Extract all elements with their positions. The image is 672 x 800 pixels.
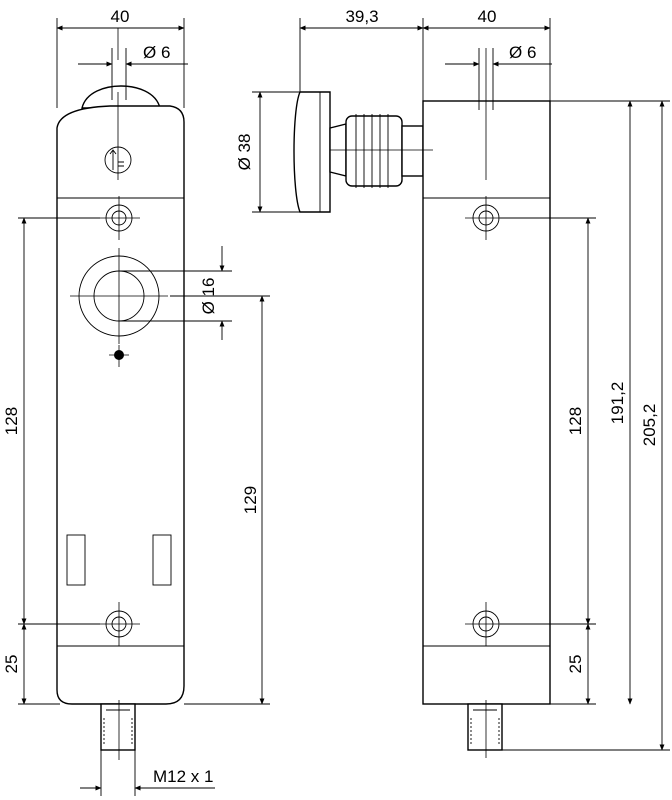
side-offset-label: 39,3 [345,7,378,26]
front-hole-label: Ø 6 [143,43,170,62]
side-spacing-label: 128 [566,407,585,435]
front-thread-label: M12 x 1 [153,767,213,786]
side-width-label: 40 [478,7,497,26]
side-hole-label: Ø 6 [509,43,536,62]
side-actuator-head [293,91,331,213]
side-view: 39,3 40 Ø 6 Ø 38 128 25 191,2 205,2 [235,7,670,758]
front-center-label: 129 [241,486,260,514]
side-body-height-label: 191,2 [608,382,627,425]
side-body [422,100,551,705]
front-led-window-left [66,534,86,586]
front-body [56,105,185,705]
side-total-height-label: 205,2 [640,404,659,447]
front-bottom-label: 25 [2,655,21,674]
front-led-window-right [152,534,172,586]
side-connector [467,703,503,751]
front-view: 40 Ø 6 Ø 16 128 25 129 M12 x 1 [2,7,270,796]
front-spacing-label: 128 [2,407,21,435]
side-head-label: Ø 38 [235,134,254,171]
side-actuator-spring [345,115,403,187]
front-indicator-arrow-icon [109,149,124,170]
side-actuator-shaft [401,125,424,177]
front-connector [100,703,136,751]
side-bottom-label: 25 [566,655,585,674]
front-width-label: 40 [111,7,130,26]
front-top-dome [81,85,161,109]
